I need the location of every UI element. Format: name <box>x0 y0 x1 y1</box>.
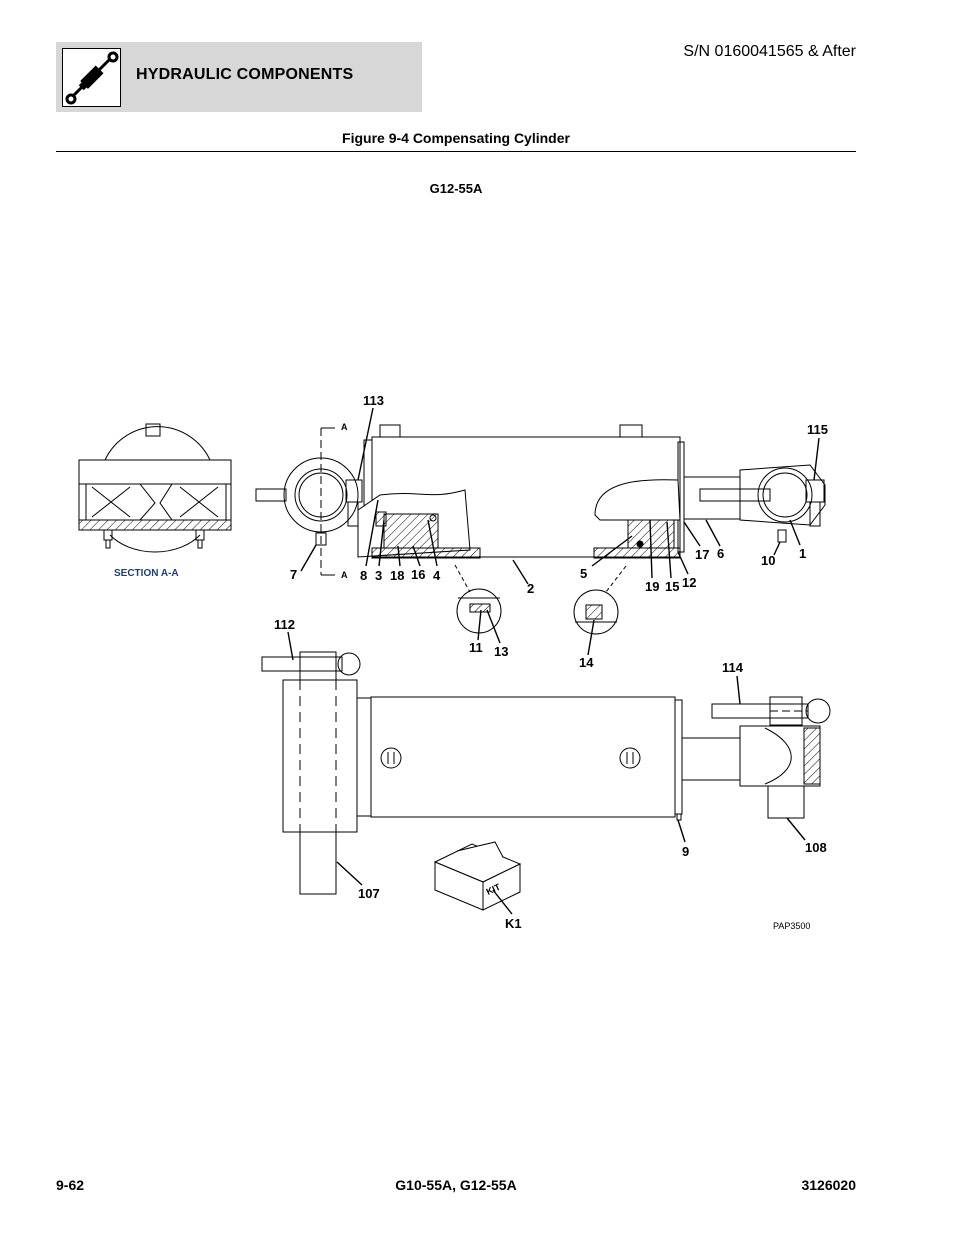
callout-17: 17 <box>695 547 709 562</box>
callout-labels: 113 115 7 8 3 18 16 4 2 5 19 15 12 17 6 … <box>274 393 828 931</box>
callout-107: 107 <box>358 886 380 901</box>
callout-7: 7 <box>290 567 297 582</box>
figure-title: Figure 9-4 Compensating Cylinder <box>342 130 570 146</box>
callout-2: 2 <box>527 581 534 596</box>
callout-114: 114 <box>722 660 744 675</box>
header-divider <box>56 151 856 152</box>
callout-8: 8 <box>360 568 367 583</box>
callout-113: 113 <box>363 393 384 408</box>
callout-16: 16 <box>411 567 425 582</box>
callout-k1: K1 <box>505 916 522 931</box>
callout-108: 108 <box>805 840 827 855</box>
callout-1: 1 <box>799 546 806 561</box>
callout-18: 18 <box>390 568 404 583</box>
cylinder-section-view <box>255 424 826 635</box>
callout-9: 9 <box>682 844 689 859</box>
serial-number: S/N 0160041565 & After <box>683 43 856 60</box>
hydraulic-cylinder-icon <box>62 48 121 107</box>
footer-models: G10-55A, G12-55A <box>395 1177 517 1193</box>
callout-10: 10 <box>761 553 775 568</box>
callout-13: 13 <box>494 644 508 659</box>
page-number: 9-62 <box>56 1177 85 1193</box>
model-label: G12-55A <box>429 181 483 196</box>
kit-box-icon <box>433 841 522 911</box>
section-marker-top: A <box>341 422 348 432</box>
callout-115: 115 <box>807 422 828 437</box>
callout-14: 14 <box>579 655 594 670</box>
callout-112: 112 <box>274 617 295 632</box>
callout-12: 12 <box>682 575 696 590</box>
callout-leaders <box>287 407 820 915</box>
section-title: HYDRAULIC COMPONENTS <box>136 66 354 83</box>
callout-15: 15 <box>665 579 679 594</box>
callout-19: 19 <box>645 579 659 594</box>
callout-6: 6 <box>717 546 724 561</box>
section-marker-bottom: A <box>341 570 348 580</box>
callout-5: 5 <box>580 566 587 581</box>
cylinder-assembly-view <box>261 651 831 895</box>
section-a-a-label: SECTION A-A <box>114 568 179 579</box>
callout-11: 11 <box>469 640 483 655</box>
callout-4: 4 <box>433 568 441 583</box>
callout-3: 3 <box>375 568 382 583</box>
section-a-a-view <box>78 423 232 553</box>
art-number: PAP3500 <box>773 921 810 931</box>
document-number: 3126020 <box>801 1177 856 1193</box>
